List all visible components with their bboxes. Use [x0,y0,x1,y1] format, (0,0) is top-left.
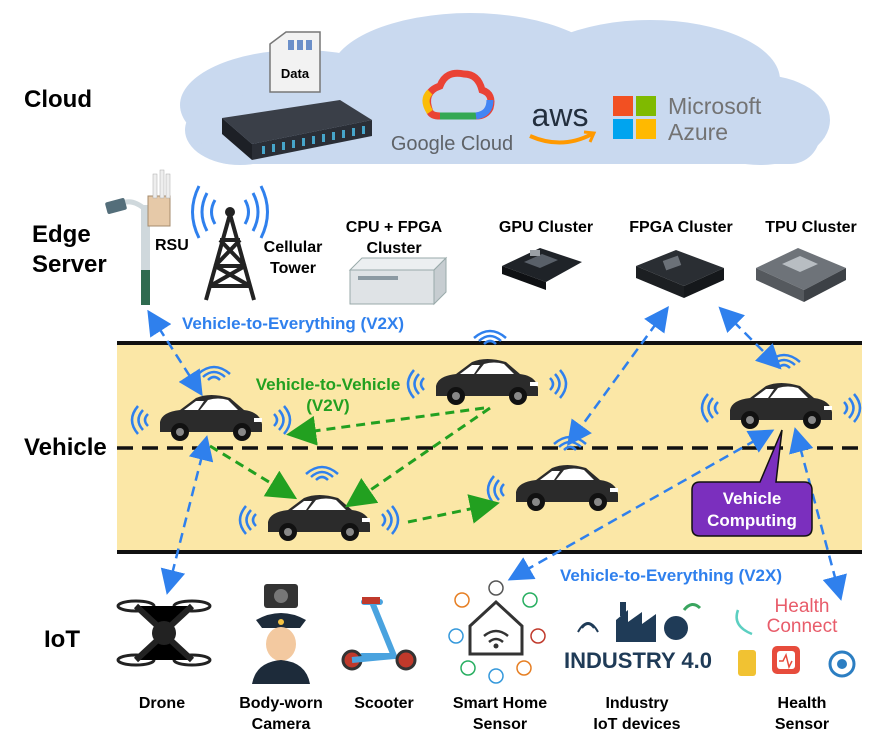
cpu-fpga-line2: Cluster [366,239,422,257]
data-storage-icon: Data [269,31,321,93]
smart-home-sensor-icon [448,580,546,684]
industry-iot-label: Industry IoT devices [582,694,692,736]
tier-label-cloud: Cloud [24,86,92,113]
cellular-tower-line1: Cellular [263,239,323,256]
aws-logo: aws [529,97,597,145]
tpu-cluster-label: TPU Cluster [765,219,857,236]
microsoft-azure-logo: Microsoft Azure [613,93,762,145]
fpga-cluster-icon [636,250,724,298]
v2v-arrows [209,406,500,524]
cellular-tower-label: Cellular Tower [256,238,330,280]
azure-text-line2: Azure [668,119,728,145]
cellular-tower-line2: Tower [270,259,316,277]
google-cloud-text: Google Cloud [391,133,513,155]
drone-icon [116,599,212,667]
industry-4-logo-text: INDUSTRY 4.0 [564,648,712,673]
v2v-line1: Vehicle-to-Vehicle [255,375,401,394]
tier-label-vehicle: Vehicle [24,434,107,461]
body-cam-line2: Camera [251,715,311,733]
rsu-label: RSU [155,237,189,254]
edge-line2: Server [32,251,107,278]
google-cloud-logo: Google Cloud [391,69,513,155]
industry-line1: Industry [605,695,669,712]
v2x-label-top: Vehicle-to-Everything (V2X) [182,314,404,333]
scooter-label: Scooter [354,695,414,712]
health-line2: Sensor [774,715,830,733]
health-connect-logo-line2: Connect [767,616,838,637]
rsu-icon [105,169,171,305]
v2v-label: Vehicle-to-Vehicle (V2V) [236,374,420,417]
health-line1: Health [777,695,827,712]
health-connect-logo-line1: Health [775,596,830,617]
gpu-cluster-label: GPU Cluster [498,219,594,236]
gpu-cluster-icon [502,248,582,290]
industry-iot-icon: INDUSTRY 4.0 [564,602,712,673]
azure-text-line1: Microsoft [668,93,762,119]
v2x-arrows [147,305,847,601]
aws-text: aws [532,97,589,133]
cpu-fpga-line1: CPU + FPGA [345,219,443,236]
cpu-fpga-cluster-icon [348,256,448,306]
v2x-label-bottom: Vehicle-to-Everything (V2X) [560,566,782,585]
tpu-cluster-icon [756,248,846,302]
scooter-icon [341,597,417,671]
edge-line1: Edge [32,221,91,248]
cellular-tower-icon [191,185,269,301]
body-worn-camera-icon [252,584,310,684]
vehicle-computing-callout: Vehicle Computing [691,429,813,537]
fpga-cluster-label: FPGA Cluster [629,219,733,236]
tier-label-edge-server: Edge Server [32,220,107,280]
smart-home-line1: Smart Home [452,695,548,712]
smart-home-line2: Sensor [472,715,528,733]
tier-label-iot: IoT [44,626,80,653]
cpu-fpga-cluster-label: CPU + FPGA Cluster [332,218,456,260]
body-cam-line1: Body-worn [239,695,323,712]
vehicle-computing-line1: Vehicle [723,489,782,508]
v2v-line2: (V2V) [306,396,350,416]
vehicle-computing-line2: Computing [707,511,797,530]
data-label: Data [281,66,310,81]
industry-line2: IoT devices [593,715,681,733]
server-rack-icon [222,100,372,160]
health-sensor-label: Health Sensor [756,694,848,736]
drone-label: Drone [138,695,186,712]
health-sensor-icon: Health Connect [735,596,856,678]
body-worn-camera-label: Body-worn Camera [228,694,334,736]
smart-home-sensor-label: Smart Home Sensor [440,694,560,736]
